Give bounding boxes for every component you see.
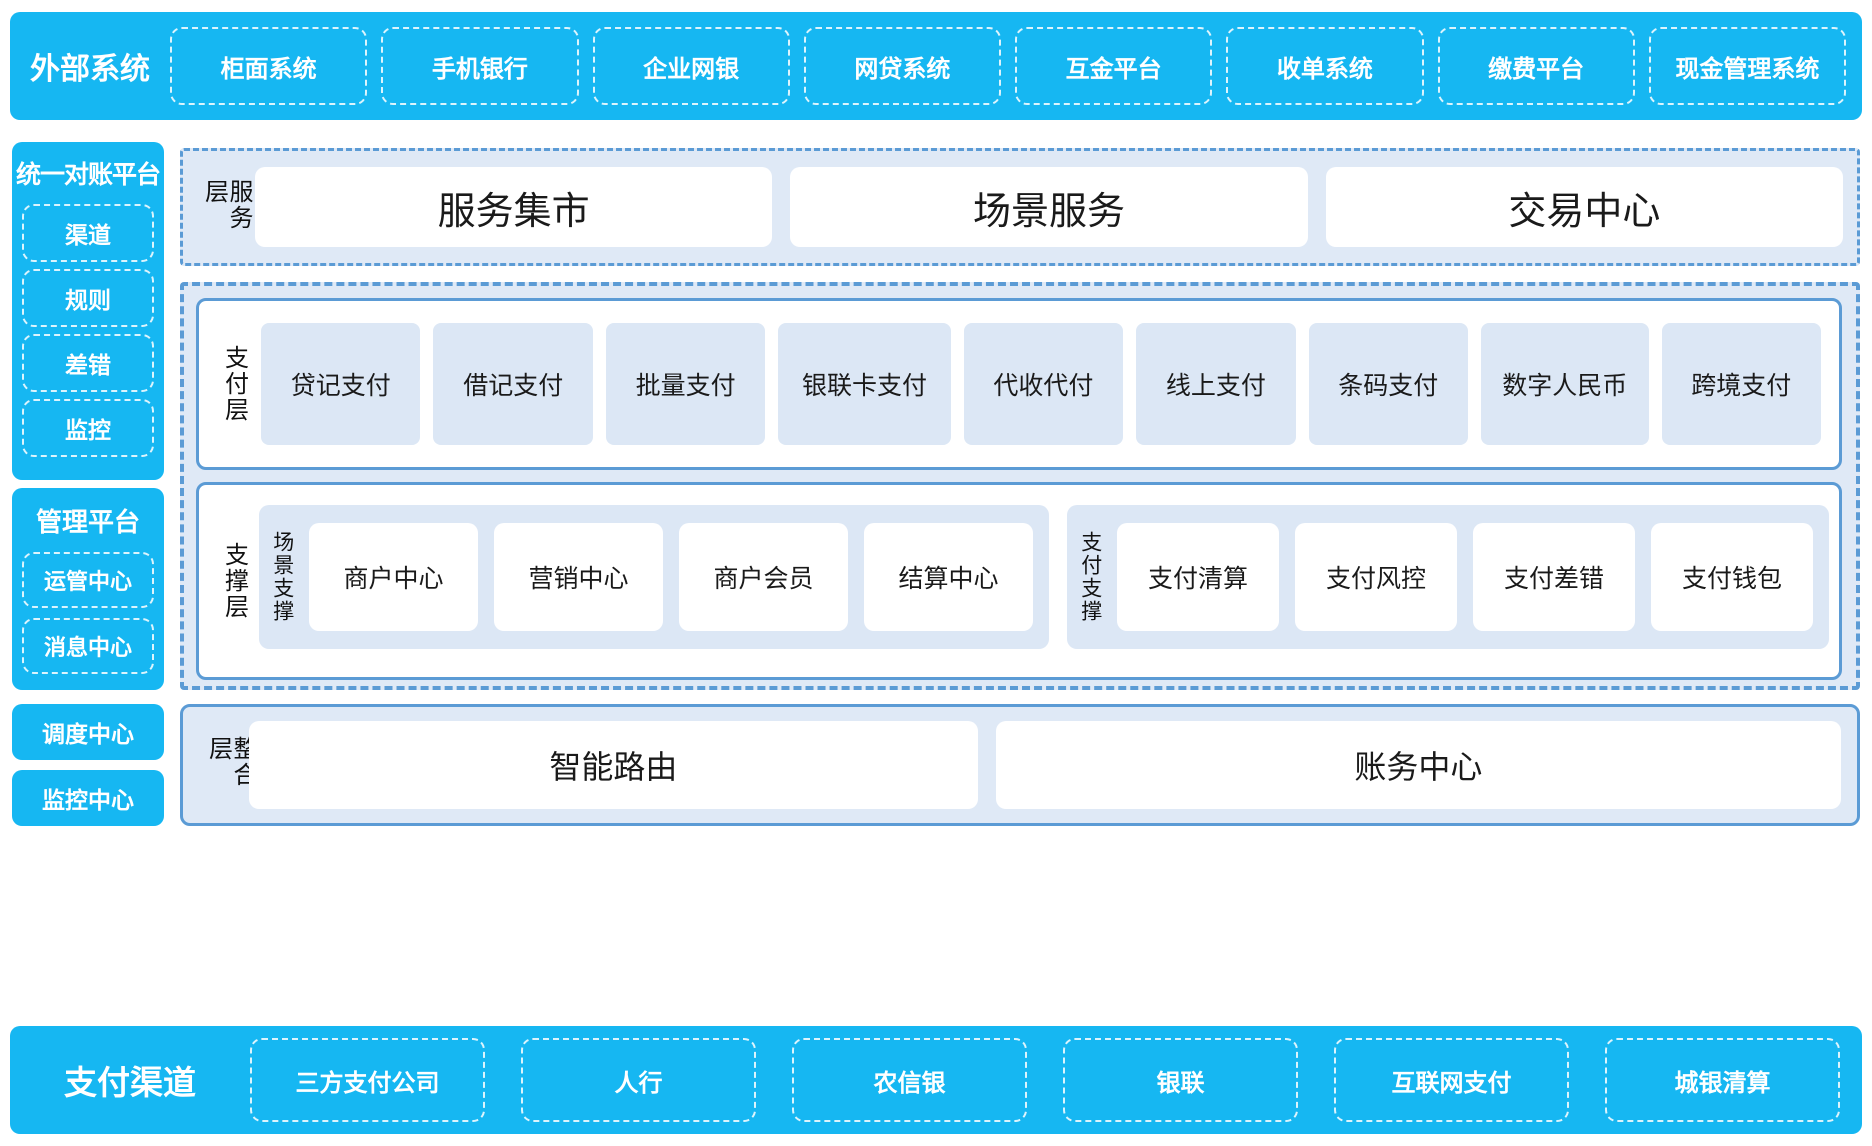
external-system-chip[interactable]: 现金管理系统 xyxy=(1648,27,1846,105)
external-system-chip[interactable]: 企业网银 xyxy=(592,27,790,105)
payment-item-digital-rmb[interactable]: 数字人民币 xyxy=(1481,323,1649,445)
payment-item-credit-payment[interactable]: 贷记支付 xyxy=(261,323,421,445)
support-layer-container: 支撑层 场景支撑 商户中心 营销中心 商户会员 结算中心 支付支撑 支付清算 支… xyxy=(196,482,1842,680)
payment-item-debit-payment[interactable]: 借记支付 xyxy=(433,323,593,445)
payment-item-unionpay-card[interactable]: 银联卡支付 xyxy=(778,323,951,445)
support-card-merchant-member[interactable]: 商户会员 xyxy=(679,523,848,631)
integration-card-smart-routing[interactable]: 智能路由 xyxy=(249,721,978,809)
service-layer-container: 服务层 服务集市 场景服务 交易中心 xyxy=(180,148,1860,266)
payment-item-batch-payment[interactable]: 批量支付 xyxy=(605,323,766,445)
service-layer-card-transaction-center[interactable]: 交易中心 xyxy=(1325,167,1843,247)
integration-layer-container: 整合层 智能路由 账务中心 xyxy=(180,704,1860,826)
integration-layer-label: 整合层 xyxy=(204,736,256,788)
core-layers-container: 支付层 贷记支付 借记支付 批量支付 银联卡支付 代收代付 线上支付 条码支付 … xyxy=(180,282,1860,690)
payment-channel-chip[interactable]: 城银清算 xyxy=(1605,1038,1840,1122)
external-system-chip[interactable]: 柜面系统 xyxy=(170,27,368,105)
external-system-chip[interactable]: 收单系统 xyxy=(1226,27,1424,105)
sidebar-item-monitoring-center[interactable]: 监控中心 xyxy=(12,770,164,826)
external-system-chip[interactable]: 网贷系统 xyxy=(803,27,1001,105)
management-platform-title: 管理平台 xyxy=(35,507,140,537)
payment-item-online-payment[interactable]: 线上支付 xyxy=(1136,323,1296,445)
reconciliation-platform-title: 统一对账平台 xyxy=(16,161,161,189)
payment-channel-chip[interactable]: 互联网支付 xyxy=(1334,1038,1569,1122)
payment-channel-chip[interactable]: 农信银 xyxy=(792,1038,1027,1122)
support-card-marketing-center[interactable]: 营销中心 xyxy=(494,523,663,631)
service-layer-label: 服务层 xyxy=(200,179,252,231)
support-card-payment-clearing[interactable]: 支付清算 xyxy=(1117,523,1279,631)
reconciliation-item-monitor[interactable]: 监控 xyxy=(22,399,154,457)
reconciliation-platform-panel: 统一对账平台 渠道 规则 差错 监控 xyxy=(12,142,164,480)
payment-item-barcode-payment[interactable]: 条码支付 xyxy=(1308,323,1469,445)
payment-item-cross-border[interactable]: 跨境支付 xyxy=(1661,323,1821,445)
management-item-operations-center[interactable]: 运管中心 xyxy=(22,552,154,608)
external-system-chip[interactable]: 手机银行 xyxy=(381,27,579,105)
support-card-settlement-center[interactable]: 结算中心 xyxy=(864,523,1033,631)
monitoring-center-label: 监控中心 xyxy=(42,787,134,813)
external-system-chip[interactable]: 互金平台 xyxy=(1015,27,1213,105)
support-card-payment-risk[interactable]: 支付风控 xyxy=(1295,523,1457,631)
payment-layer-label: 支付层 xyxy=(220,345,248,423)
service-layer-card-scenario-service[interactable]: 场景服务 xyxy=(790,167,1308,247)
scheduling-center-label: 调度中心 xyxy=(42,721,134,747)
payment-channels-title: 支付渠道 xyxy=(64,1064,196,1101)
integration-card-accounting-center[interactable]: 账务中心 xyxy=(995,721,1841,809)
external-systems-bar: 外部系统 柜面系统 手机银行 企业网银 网贷系统 互金平台 收单系统 缴费平台 … xyxy=(10,12,1862,120)
support-card-payment-wallet[interactable]: 支付钱包 xyxy=(1651,523,1813,631)
external-system-chip[interactable]: 缴费平台 xyxy=(1437,27,1635,105)
reconciliation-item-error[interactable]: 差错 xyxy=(22,334,154,392)
payment-channels-bar: 支付渠道 三方支付公司 人行 农信银 银联 互联网支付 城银清算 xyxy=(10,1026,1862,1134)
management-platform-panel: 管理平台 运管中心 消息中心 xyxy=(12,488,164,690)
payment-layer-container: 支付层 贷记支付 借记支付 批量支付 银联卡支付 代收代付 线上支付 条码支付 … xyxy=(196,298,1842,470)
support-group-payment: 支付支撑 支付清算 支付风控 支付差错 支付钱包 xyxy=(1067,505,1829,649)
service-layer-card-service-market[interactable]: 服务集市 xyxy=(255,167,773,247)
support-group-scenario: 场景支撑 商户中心 营销中心 商户会员 结算中心 xyxy=(259,505,1049,649)
support-card-payment-error[interactable]: 支付差错 xyxy=(1473,523,1635,631)
sidebar-item-scheduling-center[interactable]: 调度中心 xyxy=(12,704,164,760)
support-group-scenario-label: 场景支撑 xyxy=(270,531,294,623)
payment-item-collection-payment[interactable]: 代收代付 xyxy=(963,323,1124,445)
management-item-message-center[interactable]: 消息中心 xyxy=(22,618,154,674)
external-systems-title: 外部系统 xyxy=(30,53,150,86)
support-card-merchant-center[interactable]: 商户中心 xyxy=(309,523,478,631)
support-group-payment-label: 支付支撑 xyxy=(1078,531,1102,623)
support-layer-label: 支撑层 xyxy=(220,542,248,620)
reconciliation-item-rule[interactable]: 规则 xyxy=(22,269,154,327)
payment-channel-chip[interactable]: 人行 xyxy=(521,1038,756,1122)
payment-channel-chip[interactable]: 三方支付公司 xyxy=(250,1038,485,1122)
payment-channel-chip[interactable]: 银联 xyxy=(1063,1038,1298,1122)
reconciliation-item-channel[interactable]: 渠道 xyxy=(22,204,154,262)
